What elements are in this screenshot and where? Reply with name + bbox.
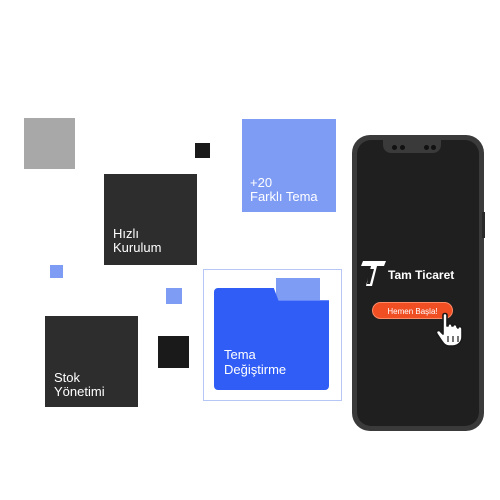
decor-square-blue-small	[166, 288, 182, 304]
hand-pointer-icon	[435, 312, 463, 347]
tile-label-line: Farklı Tema	[250, 189, 318, 204]
phone-screen	[357, 140, 479, 426]
tile-label-line: Hızlı	[113, 226, 139, 241]
feature-tile-quick-setup: Hızlı Kurulum	[104, 174, 197, 265]
brand-name: Tam Ticaret	[388, 268, 455, 282]
camera-icon	[392, 145, 397, 150]
phone-side-button	[482, 212, 485, 238]
decor-square-blue-small	[50, 265, 63, 278]
tile-label-line: Yönetimi	[54, 384, 105, 399]
folder-frame	[203, 269, 342, 401]
feature-tile-themes: +20 Farklı Tema	[242, 119, 336, 212]
logo-t-icon	[361, 261, 386, 286]
feature-tile-stock: Stok Yönetimi	[45, 316, 138, 407]
tile-label-line: +20	[250, 175, 273, 190]
start-now-button[interactable]: Hemen Başla!	[372, 302, 453, 319]
camera-icon	[431, 145, 436, 150]
decor-square-gray	[24, 118, 75, 169]
tile-label-line: Değiştirme	[224, 362, 287, 377]
folder-label: Tema Değiştirme	[224, 347, 286, 377]
camera-icon	[400, 145, 405, 150]
folder-icon	[214, 288, 329, 390]
tile-label-line: Tema	[224, 347, 256, 362]
tile-label-line: Kurulum	[113, 240, 162, 255]
folder-tab	[276, 278, 320, 300]
decor-square-black-small	[195, 143, 210, 158]
camera-icon	[424, 145, 429, 150]
tile-label-line: Stok	[54, 370, 81, 385]
decor-square-black	[158, 336, 189, 368]
